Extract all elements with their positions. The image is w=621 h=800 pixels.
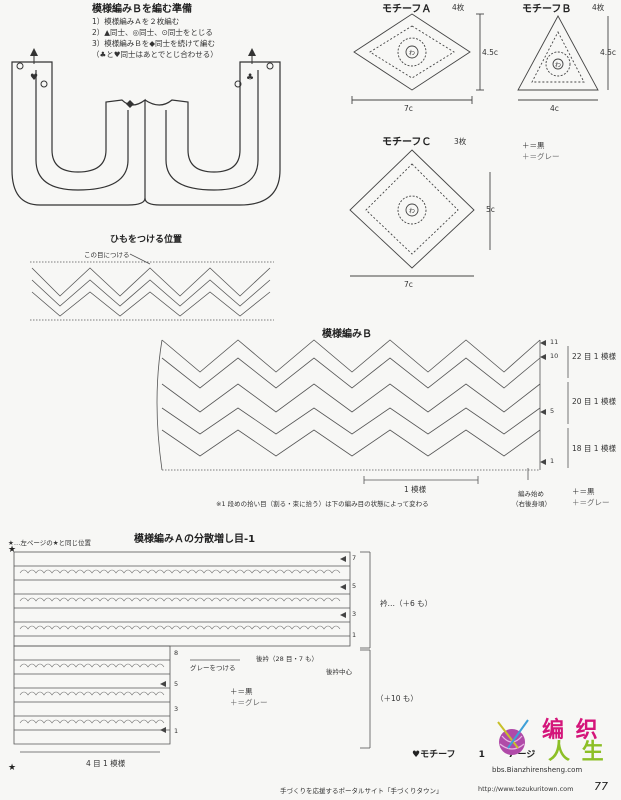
- cord-note: この目につける: [84, 251, 130, 259]
- motif-c-width: 7c: [404, 280, 413, 289]
- motif-c-height: 5c: [486, 205, 495, 214]
- prep-title: 模様編みＢを編む準備: [92, 4, 192, 15]
- prep-step-3: 3）模様編みＢを◆同士を続けて編む: [92, 39, 216, 48]
- prep-steps: 1）模様編みＡを２枚編む 2）▲同士、◎同士、⊙同士をとじる 3）模様編みＢを◆…: [92, 16, 218, 60]
- motif-a-height: 4.5c: [482, 48, 499, 57]
- motif-b-title: モチーフＢ: [522, 4, 572, 15]
- ring-label-a: わ: [409, 50, 415, 57]
- pattern-a-row-3: 3: [352, 610, 357, 618]
- motif-a-width: 7c: [404, 104, 413, 113]
- pattern-b-row-5: 5: [550, 407, 555, 415]
- pattern-b-group-22: 22 目 1 模様: [572, 352, 616, 361]
- pattern-b-group-18: 18 目 1 模様: [572, 444, 616, 453]
- pattern-a-collar: 衿…（＋6 も）: [380, 599, 433, 608]
- legend-top-gray: ＋＝グレー: [522, 152, 560, 161]
- watermark-text-2: 人 生: [548, 740, 606, 765]
- circle-marker: [234, 80, 242, 88]
- motif-ref-label: ♥モチーフ: [412, 750, 456, 760]
- motif-a-title: モチーフＡ: [382, 4, 432, 15]
- pattern-a-repeat: 4 目 1 模様: [86, 759, 126, 768]
- footer-portal: 手づくりを応援するポータルサイト「手づくりタウン」: [280, 787, 443, 795]
- motif-b-count: 4枚: [592, 3, 605, 12]
- cord-title: ひもをつける位置: [110, 235, 183, 245]
- circle-marker: [40, 80, 48, 88]
- pattern-a-back-center: 後衿中心: [326, 668, 352, 676]
- star-icon: ★: [8, 763, 16, 773]
- ring-label-c: わ: [409, 208, 415, 215]
- pattern-a-row-5b: 5: [174, 680, 179, 688]
- pattern-b-start: 編み始め: [518, 490, 544, 498]
- pattern-b-group-20: 20 目 1 模様: [572, 397, 616, 406]
- pattern-a-row-5: 5: [352, 582, 357, 590]
- circle-marker: [16, 62, 24, 70]
- club-icon: ♣: [246, 73, 254, 83]
- pattern-a-legend-black: ＋＝黒: [230, 687, 253, 696]
- watermark-logo: 编 织 人 生 bbs.Bianzhirensheng.com: [492, 712, 618, 780]
- motif-b-width: 4c: [550, 104, 559, 113]
- pattern-a-plus10: （＋10 も）: [376, 694, 418, 703]
- prep-step-4: （♣と♥同士はあとでとじ合わせる）: [92, 50, 218, 59]
- motif-ref-2: 7: [508, 750, 515, 760]
- triangle-marker: [30, 48, 38, 56]
- prep-step-2: 2）▲同士、◎同士、⊙同士をとじる: [92, 28, 213, 37]
- watermark-text-1: 编 织: [542, 718, 600, 743]
- yarn-ball-icon: [497, 719, 529, 755]
- footer-url: http://www.tezukuritown.com: [478, 785, 574, 793]
- motif-ref: ♥モチーフ 1 7 ージ: [412, 747, 535, 760]
- motif-a-shape: [353, 13, 471, 91]
- pattern-b-row-1: 1: [550, 457, 555, 465]
- motif-c-shape: [349, 149, 475, 269]
- motif-ref-3: ージ: [517, 750, 536, 760]
- motif-c-count: 3枚: [454, 137, 467, 146]
- pattern-b-row-11: 11: [550, 338, 559, 346]
- motif-b-height: 4.5c: [600, 48, 617, 57]
- motif-ref-1: 1: [478, 750, 485, 760]
- motif-a-count: 4枚: [452, 3, 465, 12]
- pattern-a-star-note: ★…左ページの★と同じ位置: [8, 539, 92, 547]
- heart-icon: ♥: [30, 73, 38, 83]
- pattern-a-row-7: 7: [352, 554, 357, 562]
- star-icon: ★: [8, 545, 16, 555]
- pattern-a-pickup: 後衿（28 目・7 も）: [256, 655, 319, 663]
- pattern-a-legend-gray: ＋＝グレー: [230, 698, 268, 707]
- circle-marker: [266, 62, 274, 70]
- pattern-a-row-8: 8: [174, 649, 179, 657]
- diamond-marker: [126, 100, 134, 108]
- motif-c-title: モチーフＣ: [382, 137, 432, 148]
- pattern-a-row-3b: 3: [174, 705, 179, 713]
- pattern-a-row-1: 1: [352, 631, 357, 639]
- pattern-b-title: 模様編みＢ: [322, 329, 372, 340]
- pattern-b-start-side: （右後身頃）: [512, 500, 551, 508]
- pattern-a-row-1b: 1: [174, 727, 179, 735]
- page-number: 77: [594, 780, 608, 793]
- pattern-b-row-10: 10: [550, 352, 559, 360]
- pattern-b-repeat: 1 模様: [404, 485, 427, 494]
- legend-top-black: ＋＝黒: [522, 141, 545, 150]
- pattern-b-legend-black: ＋＝黒: [572, 487, 595, 496]
- motif-b-shape: [517, 15, 599, 91]
- triangle-marker: [248, 48, 256, 56]
- ring-label-b: わ: [555, 62, 561, 69]
- pattern-a-title: 模様編みＡの分散増し目-1: [134, 534, 256, 545]
- prep-step-1: 1）模様編みＡを２枚編む: [92, 17, 180, 26]
- pattern-b-legend-gray: ＋＝グレー: [572, 498, 610, 507]
- pattern-b-note: ※1 段めの拾い目（割る・束に拾う）は下の編み目の状態によって変わる: [216, 500, 429, 508]
- watermark-url: bbs.Bianzhirensheng.com: [492, 766, 583, 774]
- pattern-a-gray-note: グレーをつける: [190, 664, 236, 672]
